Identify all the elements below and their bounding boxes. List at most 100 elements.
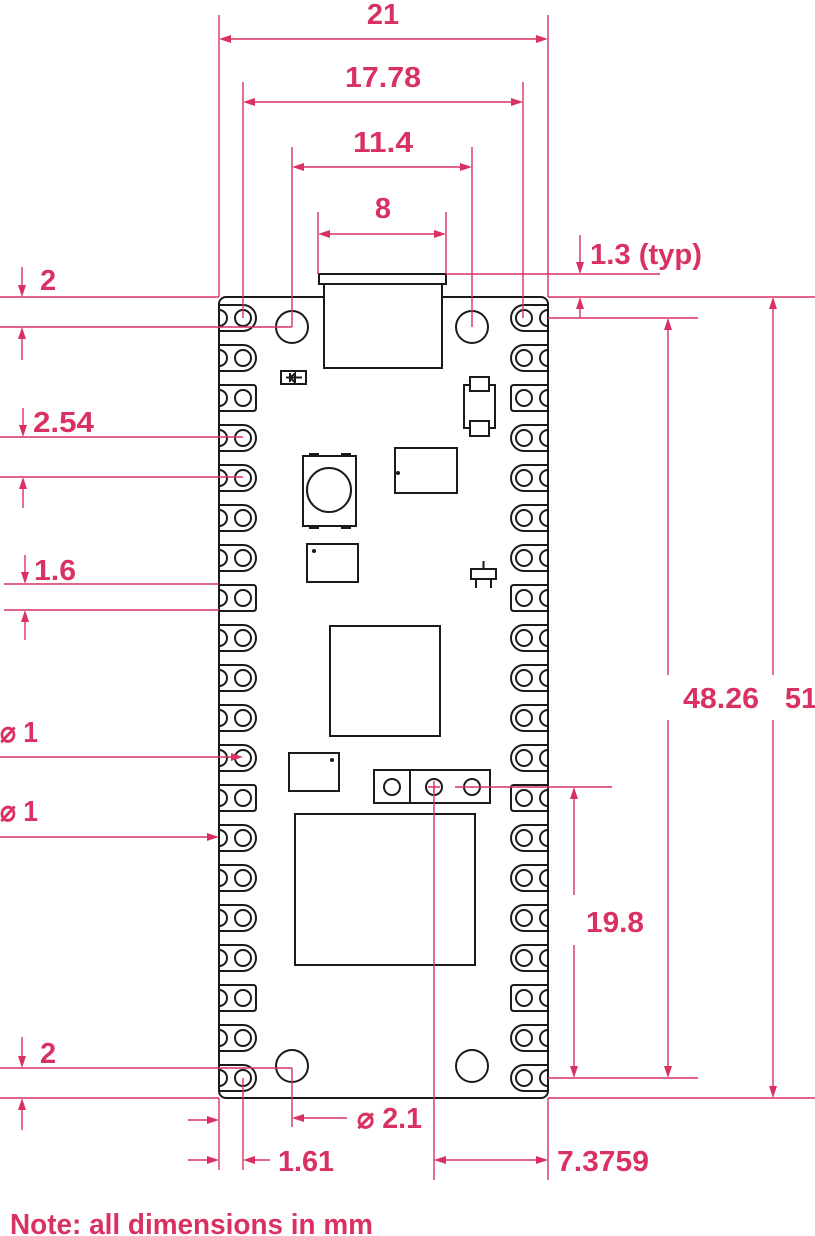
castellated-hole — [539, 509, 549, 527]
crystal — [463, 376, 496, 437]
dim-top-hole-offset: 2 — [40, 265, 56, 297]
pin-pad-right — [510, 744, 549, 772]
pin-hole — [234, 949, 252, 967]
pad-outline — [219, 304, 257, 332]
pin-pad-right — [510, 984, 549, 1012]
pin-pad-left — [218, 904, 257, 932]
pin-hole — [234, 869, 252, 887]
pin-pad-left — [218, 504, 257, 532]
castellated-hole — [218, 949, 228, 967]
castellated-hole — [539, 589, 549, 607]
pad-outline — [510, 704, 548, 732]
castellated-hole — [539, 789, 549, 807]
pin-pad-right — [510, 624, 549, 652]
pad-outline — [219, 824, 257, 852]
pad-outline — [219, 784, 257, 812]
pin-hole — [234, 389, 252, 407]
castellated-hole — [539, 469, 549, 487]
pad-outline — [510, 624, 548, 652]
pad-outline — [219, 904, 257, 932]
dim-usb-width: 8 — [375, 193, 391, 225]
castellated-hole — [218, 709, 228, 727]
castellated-hole — [539, 629, 549, 647]
pin-pad-left — [218, 944, 257, 972]
pin-hole — [234, 1029, 252, 1047]
mounting-hole — [455, 1049, 489, 1083]
castellated-hole — [218, 1029, 228, 1047]
pad-outline — [219, 704, 257, 732]
castellated-hole — [539, 909, 549, 927]
pin-pad-right — [510, 864, 549, 892]
castellated-hole — [539, 989, 549, 1007]
pin-hole — [515, 349, 533, 367]
pin-hole — [234, 629, 252, 647]
pin-hole — [234, 989, 252, 1007]
pad-outline — [510, 464, 548, 492]
pad-outline — [510, 344, 548, 372]
dim-debug-header-offset: 7.3759 — [557, 1146, 649, 1178]
pin-pad-right — [510, 464, 549, 492]
pin-hole — [515, 589, 533, 607]
pin-hole — [234, 669, 252, 687]
dim-pad-width: 1.6 — [34, 555, 76, 587]
pad-outline — [510, 784, 548, 812]
pad-outline — [219, 864, 257, 892]
castellated-hole — [218, 829, 228, 847]
dim-pin-row-spacing: 17.78 — [345, 62, 421, 94]
pad-outline — [510, 824, 548, 852]
castellated-hole — [539, 1029, 549, 1047]
pin-pads — [218, 304, 549, 1092]
castellated-hole — [218, 469, 228, 487]
pin-pad-right — [510, 424, 549, 452]
pin-pad-left — [218, 544, 257, 572]
pin-hole — [515, 909, 533, 927]
pad-outline — [219, 1024, 257, 1052]
pad-outline — [219, 584, 257, 612]
castellated-hole — [218, 389, 228, 407]
pin-hole — [515, 989, 533, 1007]
castellated-hole — [218, 509, 228, 527]
pad-outline — [510, 424, 548, 452]
pad-outline — [510, 984, 548, 1012]
castellated-hole — [218, 989, 228, 1007]
castellated-hole — [539, 669, 549, 687]
pin1-dot — [330, 758, 334, 762]
pin-hole — [515, 709, 533, 727]
pin-pad-right — [510, 1064, 549, 1092]
castellated-hole — [539, 349, 549, 367]
pin-hole — [515, 669, 533, 687]
pad-outline — [219, 504, 257, 532]
pin-hole — [515, 949, 533, 967]
pad-outline — [510, 304, 548, 332]
dim-bottom-hole-offset: 2 — [40, 1038, 56, 1070]
pin-hole — [515, 829, 533, 847]
pin-pad-left — [218, 704, 257, 732]
usb-connector-flange — [318, 273, 447, 285]
pin-hole — [234, 469, 252, 487]
pin-pad-left — [218, 984, 257, 1012]
pad-outline — [219, 744, 257, 772]
pad-outline — [510, 944, 548, 972]
dimension-lines — [0, 15, 815, 1180]
pin-hole — [515, 469, 533, 487]
dim-mount-hole-spacing: 11.4 — [353, 127, 413, 159]
castellated-hole — [539, 429, 549, 447]
dim-usb-overhang: 1.3 (typ) — [590, 239, 702, 271]
pin-hole — [234, 349, 252, 367]
pin-hole — [515, 389, 533, 407]
castellated-hole — [539, 389, 549, 407]
dim-pin-row-length: 48.26 — [683, 683, 759, 715]
castellated-hole — [218, 1069, 228, 1087]
pin-hole — [234, 909, 252, 927]
castellated-hole — [218, 309, 228, 327]
castellated-hole — [218, 909, 228, 927]
dim-board-width: 21 — [367, 0, 399, 31]
pin-pad-left — [218, 424, 257, 452]
pin-hole — [234, 829, 252, 847]
pin-pad-left — [218, 344, 257, 372]
dim-mount-hole-dia: ⌀ 2.1 — [357, 1103, 422, 1135]
pin-pad-right — [510, 784, 549, 812]
microcontroller-chip — [329, 625, 441, 737]
pin-pad-left — [218, 824, 257, 852]
pad-outline — [510, 904, 548, 932]
